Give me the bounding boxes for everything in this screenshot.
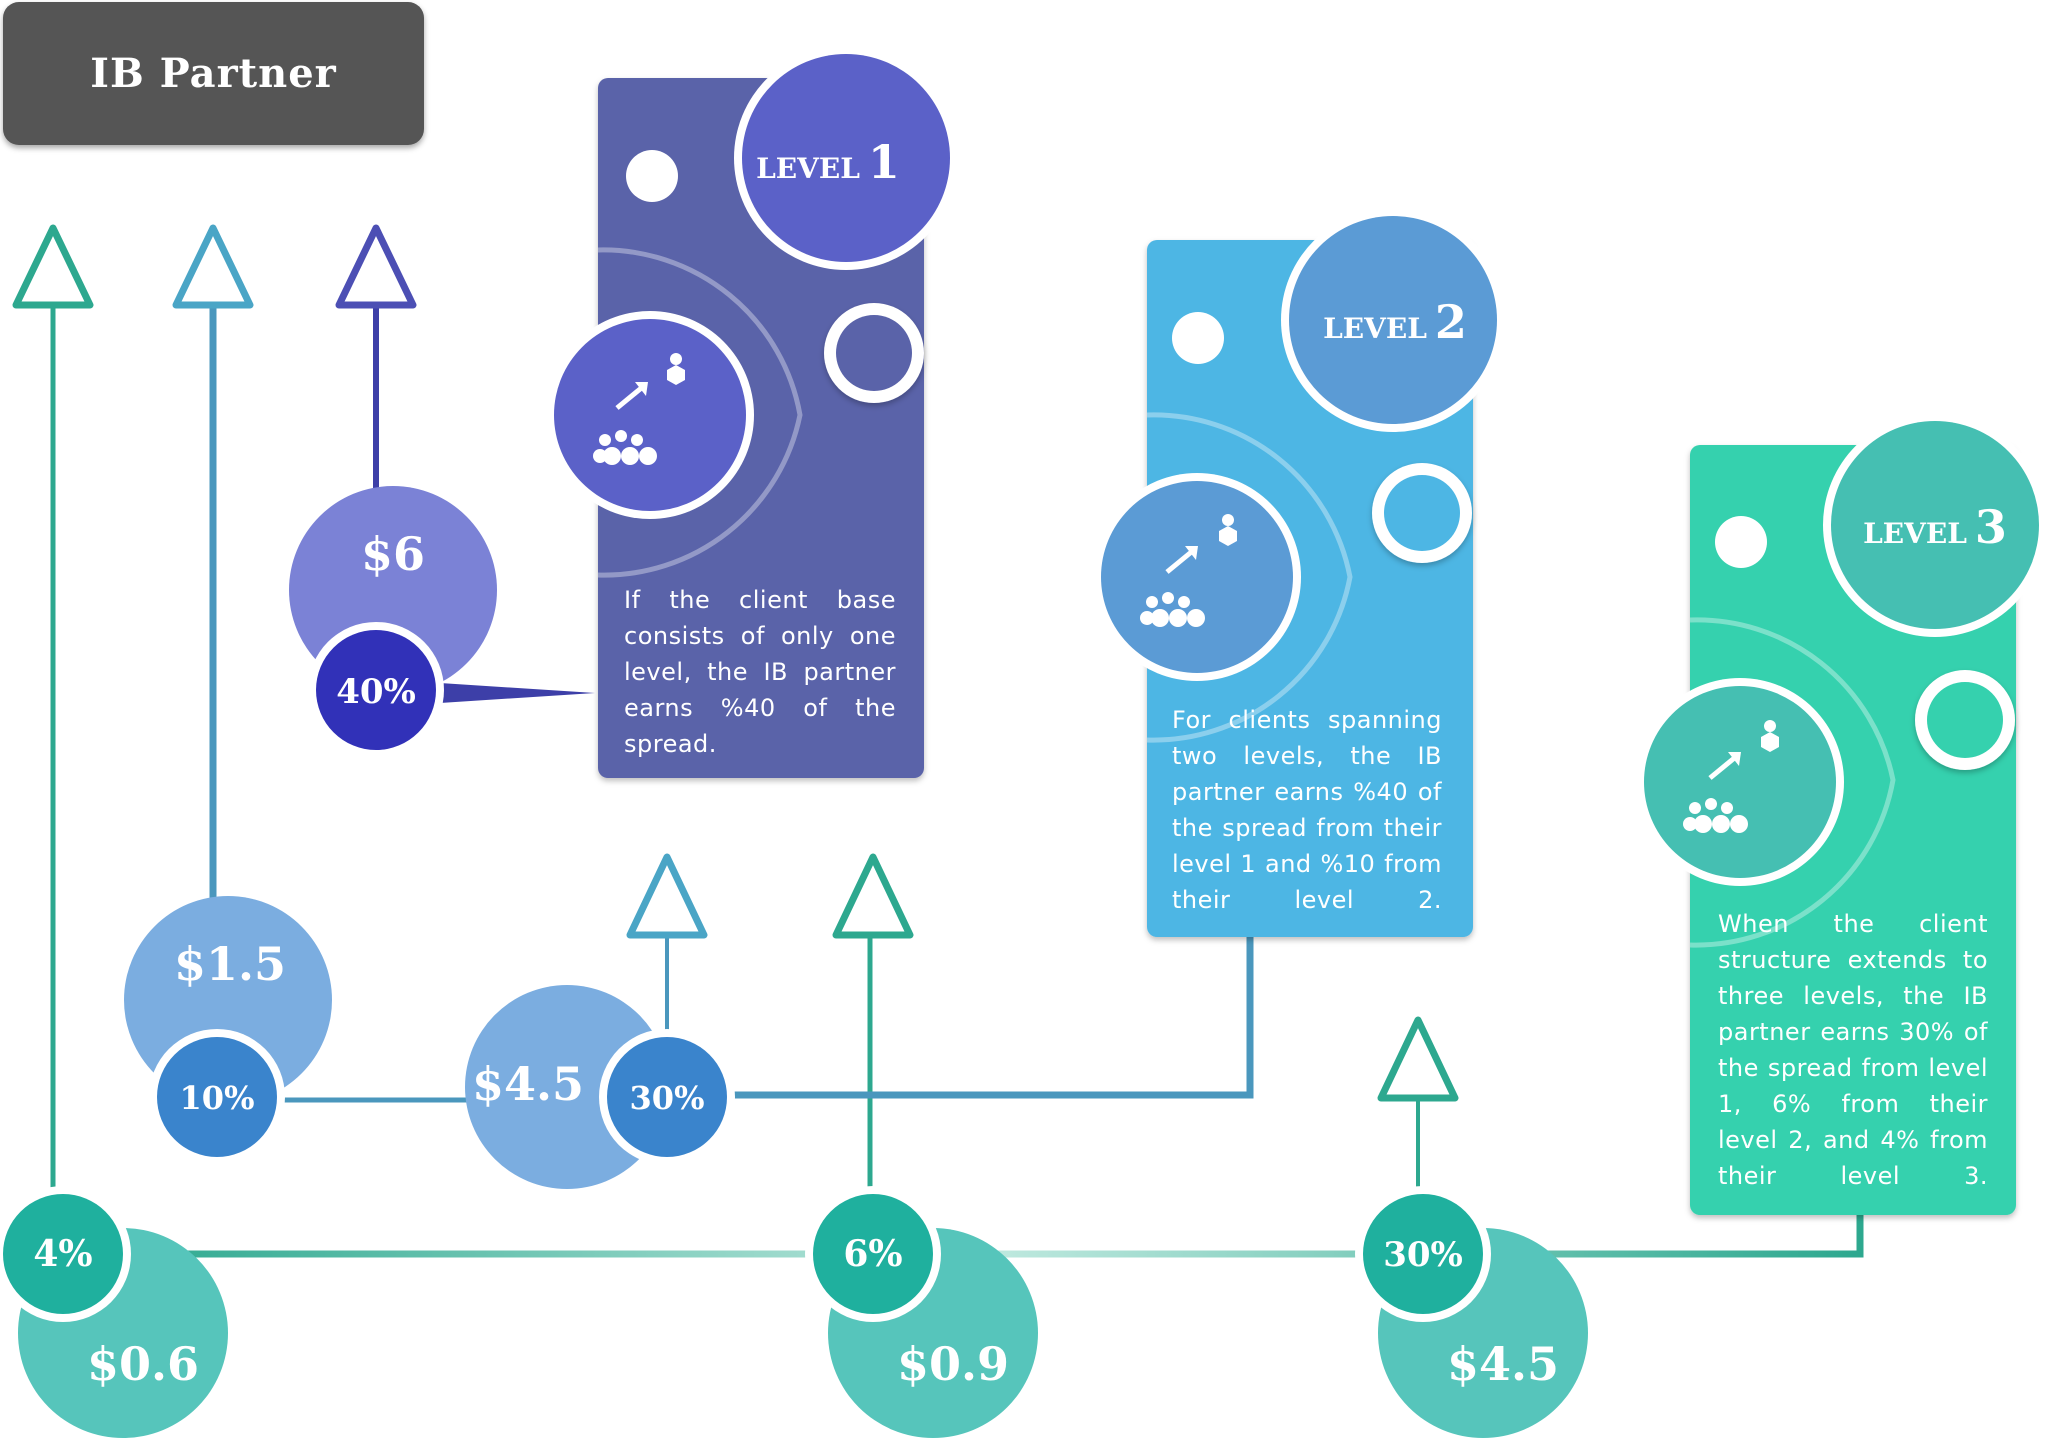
earning-percent: 30% [1383, 1235, 1463, 1275]
header-title-box: IB Partner [3, 2, 424, 145]
earning-amount: $0.6 [87, 1337, 199, 1391]
arrow-up-icon [172, 224, 254, 309]
client-network-icon [1093, 473, 1301, 681]
earning-percent: 40% [336, 672, 416, 712]
decorative-dot [1172, 312, 1224, 364]
earning-amount: $1.5 [174, 937, 286, 991]
decorative-dot [626, 150, 678, 202]
earning-amount: $4.5 [1447, 1337, 1559, 1391]
earning-percent: 6% [843, 1233, 902, 1275]
level-3-description: When the client structure extends to thr… [1718, 910, 1988, 1190]
arrow-up-icon [1377, 1016, 1459, 1102]
earning-percent: 30% [630, 1079, 705, 1117]
earning-amount: $6 [361, 527, 425, 581]
arrow-up-icon [626, 853, 708, 939]
decorative-dot [1715, 516, 1767, 568]
client-network-icon [546, 311, 754, 519]
arrow-up-icon [335, 224, 417, 309]
client-network-icon [1636, 678, 1844, 886]
earning-node-level2-30: $4.5 30% [465, 985, 735, 1189]
earning-node-level3-30: $4.5 30% [1355, 1186, 1588, 1438]
earning-amount: $0.9 [897, 1337, 1009, 1391]
earning-percent: 4% [33, 1233, 92, 1275]
earning-node-level1-40: $6 40% [289, 486, 497, 758]
earning-node-level3-6: $0.9 6% [805, 1186, 1038, 1438]
header-title: IB Partner [90, 50, 337, 97]
connector-line [725, 935, 1254, 1099]
arrow-up-icon [832, 853, 914, 939]
arrow-up-icon [12, 224, 94, 309]
level-1-description: If the client base consists of only one … [624, 586, 896, 758]
earning-node-level3-4: $0.6 4% [0, 1186, 228, 1438]
earning-node-level2-10: $1.5 10% [124, 896, 332, 1165]
earning-percent: 10% [180, 1079, 255, 1117]
level-2-description: For clients spanning two levels, the IB … [1172, 706, 1442, 914]
connector-line [120, 1200, 1864, 1258]
earning-amount: $4.5 [472, 1057, 584, 1111]
connector-pointer [440, 683, 595, 703]
